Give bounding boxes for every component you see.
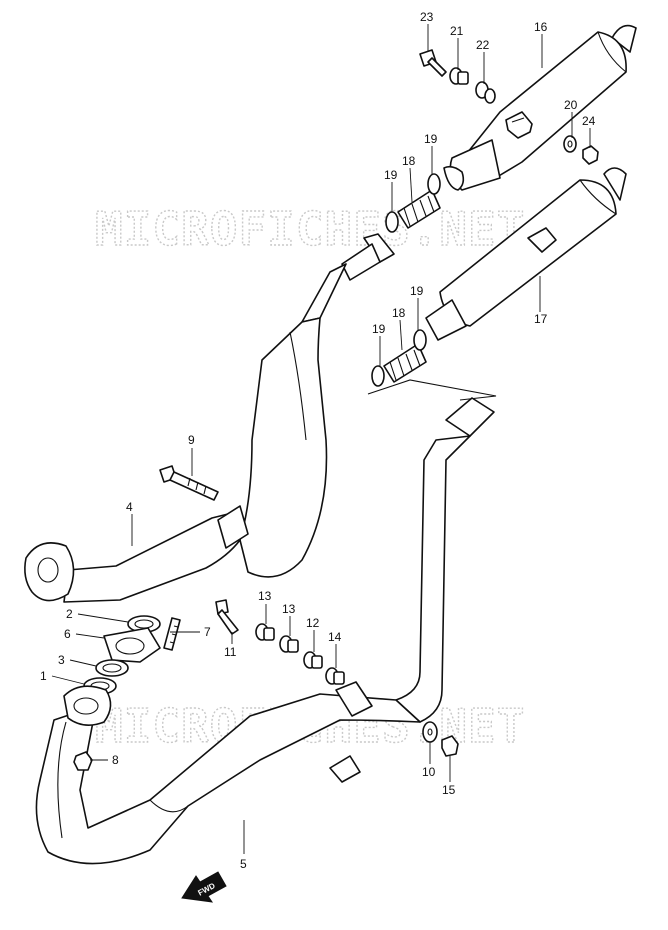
callout-18-b: 18 bbox=[392, 306, 406, 320]
callout-21: 21 bbox=[450, 24, 464, 38]
callout-5: 5 bbox=[240, 857, 247, 871]
callout-14: 14 bbox=[328, 630, 342, 644]
fwd-arrow-icon: FWD bbox=[181, 871, 227, 903]
exhaust-pipe-lower bbox=[35, 397, 495, 865]
callout-7: 7 bbox=[204, 625, 211, 639]
callout-1: 1 bbox=[40, 669, 47, 683]
collar-21 bbox=[449, 67, 469, 85]
leader-lines bbox=[51, 24, 591, 854]
holder-6 bbox=[103, 627, 161, 663]
callout-6: 6 bbox=[64, 627, 71, 641]
callout-22: 22 bbox=[476, 38, 490, 52]
callout-24: 24 bbox=[582, 114, 596, 128]
callout-23: 23 bbox=[420, 10, 434, 24]
callout-2: 2 bbox=[66, 607, 73, 621]
callout-19-a: 19 bbox=[424, 132, 438, 146]
callout-15: 15 bbox=[442, 783, 456, 797]
bolt-11 bbox=[215, 599, 239, 635]
routing-line bbox=[367, 379, 497, 401]
callout-16: 16 bbox=[534, 20, 548, 34]
bolt-9 bbox=[159, 465, 219, 501]
exhaust-pipe-upper bbox=[24, 233, 395, 603]
cushion-22 bbox=[475, 81, 496, 104]
callout-4: 4 bbox=[126, 500, 133, 514]
callout-8: 8 bbox=[112, 753, 119, 767]
callout-20: 20 bbox=[564, 98, 578, 112]
nut-15 bbox=[441, 735, 459, 757]
gasket-3 bbox=[95, 659, 129, 677]
callout-10: 10 bbox=[422, 765, 436, 779]
callout-labels: 23 21 22 16 20 24 19 18 19 17 19 18 19 9… bbox=[40, 10, 596, 871]
muffler-upper bbox=[443, 24, 637, 191]
callout-3: 3 bbox=[58, 653, 65, 667]
bolt-23 bbox=[419, 49, 447, 77]
callout-17: 17 bbox=[534, 312, 548, 326]
collar-13-upper bbox=[255, 623, 275, 641]
washer-10 bbox=[422, 721, 438, 743]
callout-19-b: 19 bbox=[384, 168, 398, 182]
callout-13-b: 13 bbox=[282, 602, 296, 616]
callout-12: 12 bbox=[306, 616, 320, 630]
collar-14 bbox=[325, 667, 345, 685]
spring-seal-lower-group bbox=[371, 329, 427, 387]
callout-18-a: 18 bbox=[402, 154, 416, 168]
nut-24 bbox=[582, 145, 599, 165]
callout-13-a: 13 bbox=[258, 589, 272, 603]
callout-9: 9 bbox=[188, 433, 195, 447]
callout-19-c: 19 bbox=[410, 284, 424, 298]
spring-seal-upper-group bbox=[385, 173, 441, 233]
nut-8 bbox=[73, 751, 93, 771]
watermark-top: MICROFICHES.NET bbox=[95, 202, 525, 256]
washer-20 bbox=[563, 135, 577, 153]
muffler-lower bbox=[425, 167, 627, 341]
cushion-12 bbox=[303, 651, 323, 669]
collar-13-lower bbox=[279, 635, 299, 653]
callout-19-d: 19 bbox=[372, 322, 386, 336]
callout-11: 11 bbox=[224, 645, 237, 659]
stud-bolt-7 bbox=[163, 617, 181, 651]
